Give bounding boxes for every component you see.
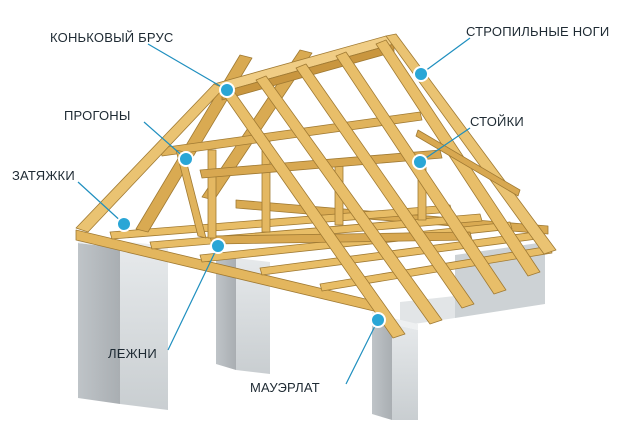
label-ridge-beam: КОНЬКОВЫЙ БРУС (50, 30, 174, 45)
leader-lines (77, 37, 471, 385)
label-ties: ЗАТЯЖКИ (12, 168, 75, 183)
ties-marker-icon (116, 216, 132, 232)
label-purlins: ПРОГОНЫ (64, 108, 131, 123)
wood-frame (75, 33, 557, 339)
leader-purlins (143, 121, 187, 160)
wall-plate-marker-icon (370, 312, 386, 328)
label-posts: СТОЙКИ (470, 114, 524, 129)
leader-sleepers (167, 245, 219, 351)
purlins-marker-icon (178, 151, 194, 167)
rafters-marker-icon (413, 66, 429, 82)
ridge-beam-marker-icon (219, 82, 235, 98)
label-wall-plate: МАУЭРЛАТ (250, 380, 320, 395)
leader-rafters (420, 37, 471, 75)
posts-marker-icon (412, 154, 428, 170)
markers (116, 66, 429, 328)
label-rafters: СТРОПИЛЬНЫЕ НОГИ (466, 24, 610, 39)
leader-wall-plate (345, 319, 379, 385)
leader-ridge-beam (147, 43, 228, 91)
sleepers-marker-icon (210, 238, 226, 254)
leader-posts (419, 127, 471, 163)
label-sleepers: ЛЕЖНИ (108, 346, 157, 361)
leader-ties (77, 181, 125, 225)
